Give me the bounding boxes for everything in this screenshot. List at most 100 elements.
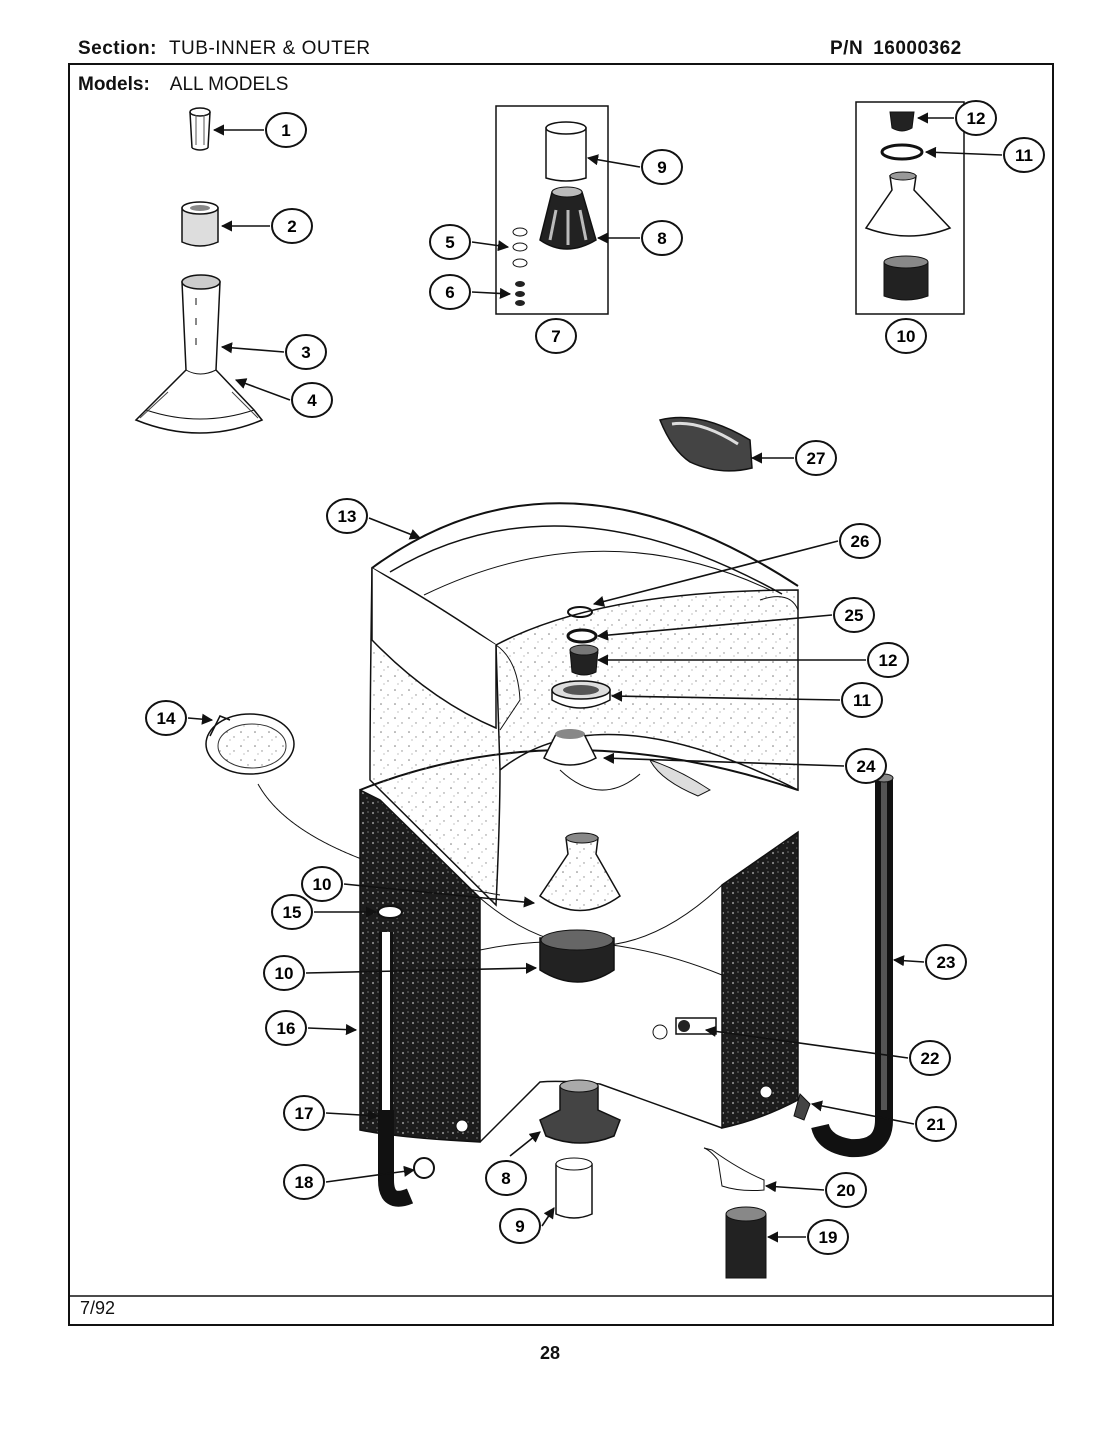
leader-c20 [764, 1181, 825, 1193]
leader-c10c [305, 962, 538, 974]
leader-c16 [307, 1023, 358, 1036]
callout-number: 12 [879, 651, 898, 670]
callout-number: 6 [445, 283, 454, 302]
callout-circle [641, 149, 683, 185]
leader-c9b [541, 1207, 555, 1227]
part-9-bottom-sleeve [555, 1157, 593, 1219]
callout-number: 11 [1015, 146, 1033, 165]
callout-number: 23 [937, 953, 956, 972]
callout-number: 5 [445, 233, 454, 252]
callout-circle [955, 100, 997, 136]
callout-circle [263, 955, 305, 991]
callout-circle [429, 274, 471, 310]
models-label: Models: [78, 74, 150, 95]
callout-circle [807, 1219, 849, 1255]
callout-19: 19 [807, 1219, 849, 1255]
part-10-top-assembly [864, 171, 952, 301]
callout-5: 5 [429, 224, 471, 260]
part-19-pipe [725, 1206, 767, 1279]
callout-circle [485, 1160, 527, 1196]
callout-circle [915, 1106, 957, 1142]
leader-c21 [810, 1100, 915, 1125]
callout-24: 24 [845, 748, 887, 784]
leader-c14 [187, 713, 214, 725]
callout-6: 6 [429, 274, 471, 310]
part-9-top-sleeve [545, 121, 587, 182]
callout-circle [925, 944, 967, 980]
callout-8: 8 [485, 1160, 527, 1196]
callout-8: 8 [641, 220, 683, 256]
callout-3: 3 [285, 334, 327, 370]
revision-date: 7/92 [80, 1298, 116, 1318]
callout-circle [841, 682, 883, 718]
callout-10: 10 [885, 318, 927, 354]
page-frame [68, 63, 1054, 1326]
callout-number: 14 [157, 709, 176, 728]
callout-number: 2 [287, 217, 296, 236]
leader-c5 [471, 240, 510, 252]
callout-circle [909, 1040, 951, 1076]
callout-circle [1003, 137, 1045, 173]
leader-c24 [602, 752, 845, 767]
callout-4: 4 [291, 382, 333, 418]
callout-circle [271, 894, 313, 930]
callout-circle [429, 224, 471, 260]
callout-number: 13 [338, 507, 357, 526]
callout-12: 12 [955, 100, 997, 136]
callout-number: 16 [277, 1019, 296, 1038]
part-2-bushing [181, 201, 219, 247]
callout-number: 8 [501, 1169, 510, 1188]
part-1-clip [189, 107, 211, 151]
callout-circle [885, 318, 927, 354]
models-line: Models:ALL MODELS [78, 74, 288, 96]
callout-27: 27 [795, 440, 837, 476]
callout-number: 12 [967, 109, 986, 128]
leader-c26 [592, 540, 839, 607]
callout-9: 9 [499, 1208, 541, 1244]
group-7-box [495, 105, 609, 315]
callout-circle [833, 597, 875, 633]
callout-circle [499, 1208, 541, 1244]
callout-number: 3 [301, 343, 310, 362]
leader-c18 [325, 1165, 416, 1183]
leader-c11b [610, 690, 841, 702]
callout-12: 12 [867, 642, 909, 678]
callout-10: 10 [301, 866, 343, 902]
part-8-bottom-hub [539, 1079, 621, 1144]
leader-c4 [234, 378, 291, 401]
callout-18: 18 [283, 1164, 325, 1200]
leader-c8b [509, 1131, 541, 1157]
part-10-center-assembly [538, 832, 621, 983]
part-15-clamp [377, 905, 403, 919]
callout-number: 18 [295, 1173, 314, 1192]
callout-number: 10 [897, 327, 916, 346]
part-3-agitator [134, 274, 264, 434]
callout-number: 17 [295, 1104, 314, 1123]
callout-7: 7 [535, 318, 577, 354]
callout-number: 8 [657, 229, 666, 248]
callout-circle [535, 318, 577, 354]
part-8-top-hub [539, 186, 597, 250]
part-17-elbow [378, 1110, 414, 1207]
part-6-nuts [515, 281, 525, 306]
callout-9: 9 [641, 149, 683, 185]
callout-number: 26 [851, 532, 870, 551]
callout-circle [283, 1164, 325, 1200]
callout-circle [867, 642, 909, 678]
leader-c9a [586, 154, 641, 168]
part-11-top-ring [880, 143, 924, 161]
callout-number: 21 [927, 1115, 946, 1134]
callout-21: 21 [915, 1106, 957, 1142]
leader-c3 [220, 342, 285, 354]
section-value: TUB-INNER & OUTER [168, 38, 371, 59]
callout-10: 10 [263, 955, 305, 991]
callout-2: 2 [271, 208, 313, 244]
callout-circle [326, 498, 368, 534]
part-12-top-nut [889, 111, 915, 132]
part-21-valve [793, 1093, 811, 1121]
callout-number: 11 [853, 691, 871, 710]
part-12-nut [569, 644, 599, 676]
